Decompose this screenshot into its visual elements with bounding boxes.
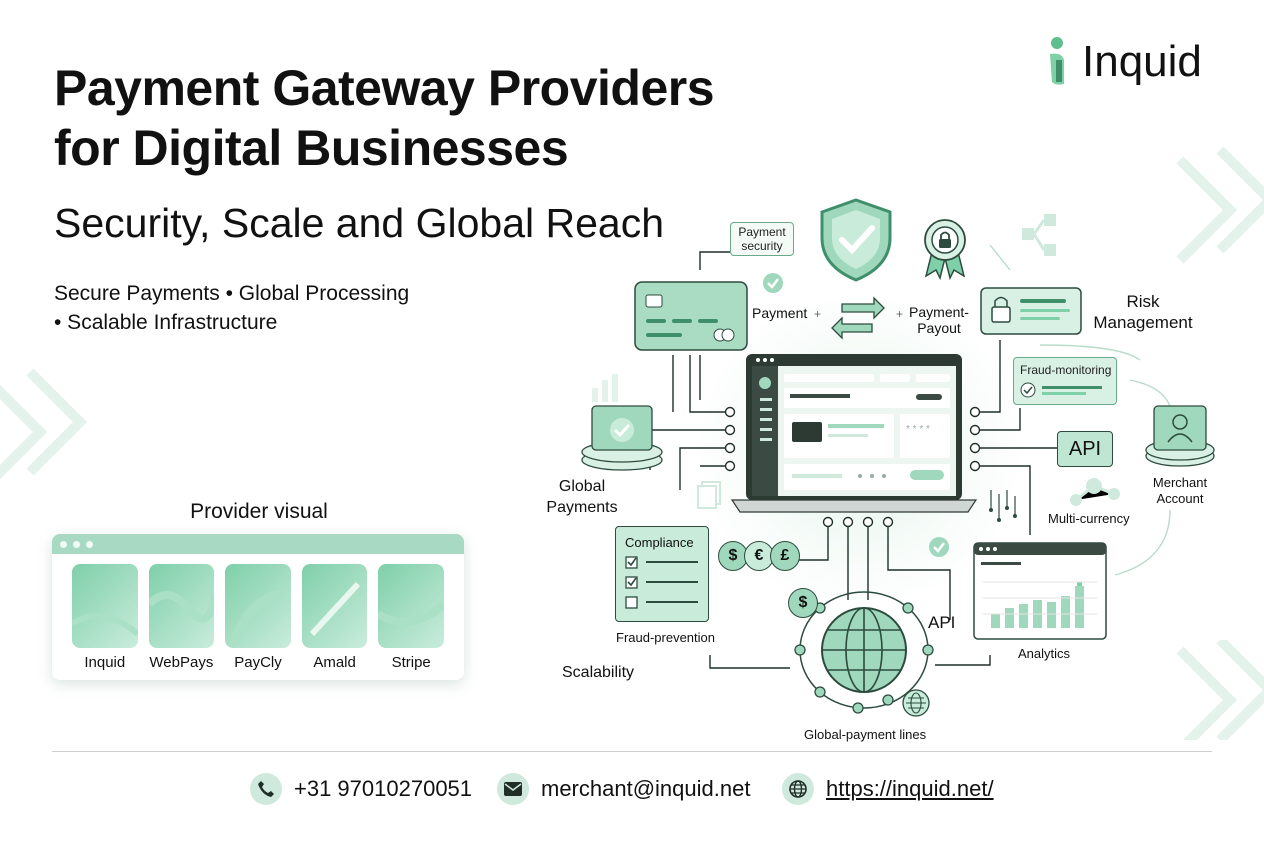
- fraud-monitoring-box: Fraud-monitoring: [1013, 357, 1117, 405]
- dollar-coin-small: $: [788, 588, 818, 618]
- website-link[interactable]: https://inquid.net/: [826, 776, 994, 801]
- euro-coin: €: [744, 541, 774, 571]
- provider-visual-card: Inquid WebPays PayCly Amald Stripe: [52, 534, 464, 680]
- api-box: API: [1057, 431, 1113, 467]
- analytics-chart-icon: [973, 542, 1107, 640]
- api-text-label: API: [928, 613, 956, 632]
- tagline-line-1: Secure Payments • Global Processing: [54, 282, 410, 305]
- global-payments-line-2: Payments: [546, 499, 618, 516]
- brand-logo: Inquid: [1046, 36, 1202, 88]
- global-payment-lines-label: Global-payment lines: [804, 727, 927, 742]
- decorative-lattice-right-top: [1176, 146, 1264, 264]
- global-payments-line-1: Global: [558, 478, 606, 495]
- email-icon: [497, 773, 529, 805]
- payment-payout-label: Payment- Payout: [904, 304, 974, 336]
- network-nodes-icon: [1070, 478, 1120, 506]
- pound-coin: £: [770, 541, 800, 571]
- globe-icon: [782, 773, 814, 805]
- world-icon: [902, 689, 930, 717]
- credit-card-icon: [634, 281, 748, 351]
- payment-payout-line-1: Payment-: [909, 304, 969, 320]
- contact-email[interactable]: merchant@inquid.net: [497, 773, 750, 805]
- check-circle-icon: [929, 537, 949, 557]
- svg-text:* * * *: * * * *: [906, 424, 930, 435]
- risk-management-line-2: Management: [1093, 313, 1193, 332]
- page-title-line-1: Payment Gateway Providers: [54, 60, 715, 116]
- provider-label: Inquid: [84, 654, 126, 671]
- decorative-lattice-right-bottom: [1176, 640, 1264, 740]
- provider-card-titlebar: [52, 534, 464, 554]
- lock-card-icon: [980, 287, 1082, 335]
- provider-labels: Inquid WebPays PayCly Amald Stripe: [52, 648, 464, 671]
- provider-tiles: [52, 554, 464, 648]
- page-title: Payment Gateway Providers for Digital Bu…: [54, 58, 834, 178]
- payment-payout-line-2: Payout: [917, 320, 961, 336]
- provider-label: PayCly: [234, 654, 282, 671]
- provider-tile-inquid: [72, 564, 138, 648]
- email-address: merchant@inquid.net: [541, 776, 751, 801]
- provider-label: WebPays: [149, 654, 214, 671]
- laptop-dashboard-icon: * * * *: [730, 354, 978, 513]
- faded-bar-chart-icon: [592, 374, 618, 402]
- logo-text: Inquid: [1082, 37, 1202, 86]
- compliance-card: Compliance: [615, 526, 709, 622]
- global-payments-coins-icon: [581, 405, 663, 471]
- shield-check-icon: [820, 198, 892, 282]
- analytics-label: Analytics: [1018, 646, 1071, 661]
- global-payments-label: Global Payments: [532, 476, 632, 518]
- network-icon: [1022, 214, 1056, 256]
- decorative-lattice-left: [0, 368, 88, 480]
- provider-visual-title: Provider visual: [190, 500, 328, 523]
- tagline: Secure Payments • Global Processing • Sc…: [54, 279, 494, 337]
- provider-label: Stripe: [391, 654, 431, 671]
- phone-number: +31 97010270051: [294, 776, 473, 801]
- merchant-account-label: Merchant Account: [1140, 475, 1220, 507]
- lock-badge-icon: [924, 219, 966, 280]
- check-circle-icon: [763, 273, 783, 293]
- multi-currency-label: Multi-currency: [1048, 511, 1130, 526]
- merchant-account-line-2: Account: [1156, 491, 1204, 506]
- footer-divider: [52, 751, 1212, 752]
- payment-security-label: Payment security: [730, 222, 794, 256]
- merchant-account-icon: [1145, 405, 1215, 467]
- page-title-line-2: for Digital Businesses: [54, 120, 569, 176]
- check-list-icon: [1020, 382, 1102, 398]
- contact-website[interactable]: https://inquid.net/: [782, 773, 994, 805]
- payment-label: Payment: [752, 305, 808, 321]
- svg-text:+: +: [814, 307, 821, 321]
- fraud-prevention-label: Fraud-prevention: [616, 630, 715, 645]
- compliance-label: Compliance: [625, 535, 694, 550]
- phone-icon: [250, 773, 282, 805]
- risk-management-line-1: Risk: [1126, 292, 1160, 311]
- checklist-icon: [625, 556, 698, 609]
- document-icon: [697, 481, 721, 509]
- circuit-icon: [989, 490, 1017, 522]
- fraud-monitoring-label: Fraud-monitoring: [1020, 363, 1112, 377]
- risk-management-label: Risk Management: [1084, 291, 1202, 333]
- svg-text:+: +: [896, 307, 903, 321]
- tagline-line-2: • Scalable Infrastructure: [54, 311, 278, 334]
- merchant-account-line-1: Merchant: [1152, 475, 1208, 490]
- exchange-arrows-icon: + +: [814, 296, 903, 340]
- provider-label: Amald: [313, 654, 356, 671]
- page-subtitle: Security, Scale and Global Reach: [54, 200, 665, 246]
- provider-tile-amald: [301, 564, 368, 648]
- provider-tile-stripe: [378, 564, 444, 648]
- currency-coins: $ € £: [718, 541, 800, 571]
- contact-phone[interactable]: +31 97010270051: [250, 773, 472, 805]
- scalability-label: Scalability: [562, 664, 635, 681]
- provider-tile-webpays: [148, 564, 215, 648]
- dollar-coin: $: [718, 541, 748, 571]
- inquid-logo-icon: [1050, 37, 1064, 85]
- provider-tile-paycly: [225, 564, 291, 648]
